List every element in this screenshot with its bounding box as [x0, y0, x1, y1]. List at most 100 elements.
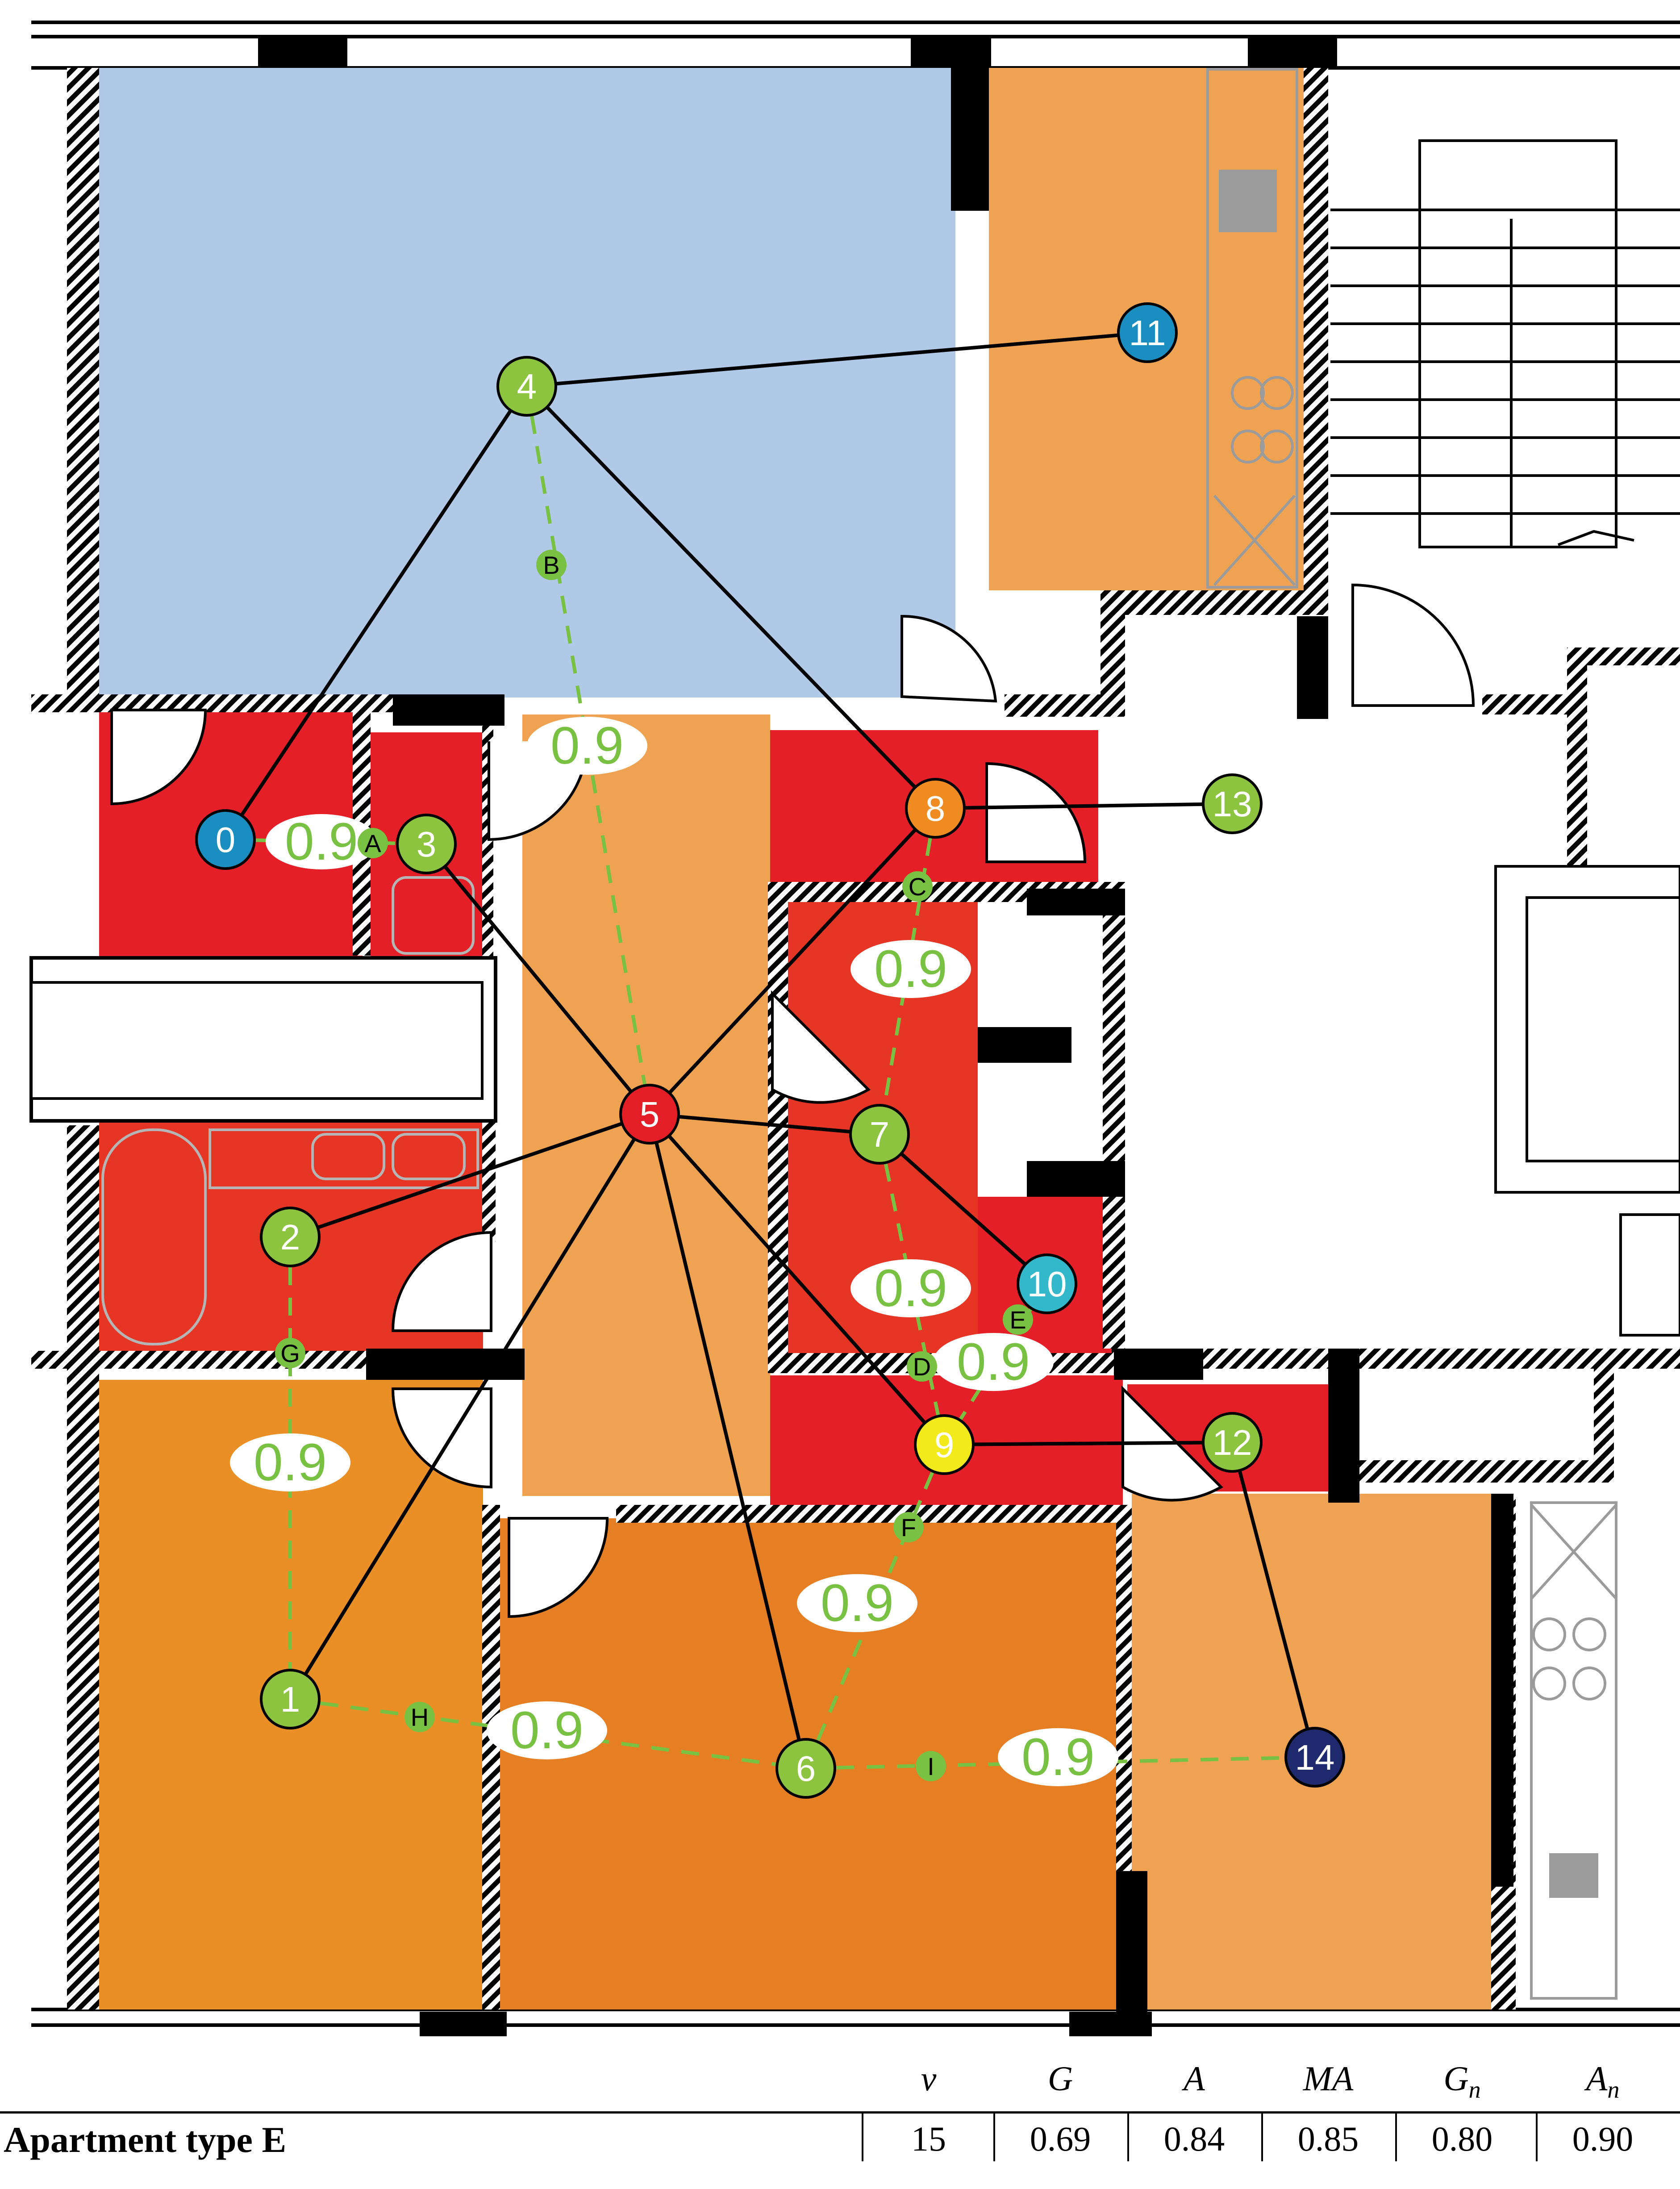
- node-1-label: 1: [280, 1679, 300, 1719]
- edge-letters: A B C D E F G H I: [275, 550, 1033, 1781]
- header-An: An: [1586, 2059, 1620, 2103]
- edge-8-5: [648, 807, 937, 1115]
- letter-F: F: [893, 1512, 924, 1542]
- node-0: 0: [195, 809, 256, 870]
- bath-fixtures: [101, 876, 479, 1345]
- node-2-label: 2: [280, 1217, 300, 1257]
- graph-nodes: 0 1 2 3 4 5 6 7 8 9 10 11 12 13 14: [195, 302, 1345, 1799]
- node-12: 12: [1202, 1412, 1263, 1473]
- edge-4-0: [224, 385, 529, 841]
- node-0-label: 0: [216, 820, 236, 860]
- node-14-label: 14: [1295, 1738, 1335, 1777]
- letter-D: D: [907, 1351, 937, 1382]
- header-G: G: [1047, 2059, 1073, 2098]
- floor-plan-diagram: 0.9 0.9 0.9 0.9 0.9 0.9 0.9 0.9 0.9 A B …: [29, 21, 1680, 2036]
- edge-5-2: [289, 1112, 650, 1239]
- outer-border-bottom: [31, 2008, 1680, 2036]
- node-1: 1: [260, 1669, 321, 1729]
- header-v: v: [921, 2059, 937, 2098]
- node-13-label: 13: [1213, 784, 1252, 824]
- edge-7-10: [878, 1133, 1048, 1285]
- letter-A: A: [358, 828, 388, 858]
- weight-C-text: 0.9: [874, 940, 947, 998]
- edge-9-12: [944, 1441, 1233, 1446]
- outer-border-top: [31, 21, 1680, 70]
- value-A: 0.84: [1163, 2119, 1225, 2158]
- node-3-label: 3: [417, 824, 437, 864]
- weight-B: 0.9: [527, 716, 647, 775]
- letter-A-text: A: [364, 829, 381, 857]
- letter-B: B: [536, 550, 567, 580]
- node-4-label: 4: [517, 367, 537, 406]
- header-An-subscript: n: [1607, 2076, 1620, 2103]
- letter-E: E: [1003, 1304, 1033, 1335]
- col-divider-6: [1536, 2112, 1538, 2161]
- col-divider-3: [1127, 2112, 1129, 2161]
- node-14: 14: [1284, 1727, 1345, 1788]
- weight-F-text: 0.9: [821, 1574, 894, 1633]
- header-A: A: [1184, 2059, 1205, 2098]
- letter-E-text: E: [1009, 1306, 1026, 1334]
- table-rule: [0, 2111, 1680, 2114]
- elevator-shaft: [1494, 865, 1680, 1337]
- weight-H-text: 0.9: [510, 1701, 584, 1760]
- weight-A: 0.9: [266, 812, 377, 871]
- solid-walls: [36, 68, 1513, 2036]
- header-Gn: Gn: [1443, 2059, 1481, 2103]
- node-7-label: 7: [870, 1115, 890, 1154]
- header-Gn-subscript: n: [1468, 2076, 1481, 2103]
- value-v: 15: [911, 2119, 946, 2158]
- edge-5-1: [288, 1113, 651, 1700]
- weight-A-text: 0.9: [285, 812, 358, 871]
- node-3: 3: [396, 814, 457, 874]
- node-5: 5: [619, 1084, 680, 1145]
- node-6-label: 6: [796, 1749, 816, 1788]
- edge-4-8: [525, 385, 937, 810]
- node-2: 2: [260, 1207, 321, 1267]
- edge-8-13: [935, 802, 1233, 810]
- left-shaft: [29, 956, 497, 1123]
- edge-weights: 0.9 0.9 0.9 0.9 0.9 0.9 0.9 0.9 0.9: [230, 716, 1118, 1787]
- node-11: 11: [1117, 302, 1178, 363]
- edge-12-14: [1230, 1441, 1317, 1758]
- node-7: 7: [849, 1104, 910, 1165]
- value-MA: 0.85: [1297, 2119, 1359, 2158]
- weight-D-text: 0.9: [874, 1259, 947, 1318]
- letter-I-text: I: [927, 1752, 934, 1780]
- edge-5-7: [649, 1112, 880, 1136]
- letter-C: C: [902, 871, 933, 902]
- col-divider-5: [1395, 2112, 1397, 2161]
- node-10-label: 10: [1027, 1264, 1067, 1304]
- letter-G: G: [275, 1338, 305, 1368]
- letter-D-text: D: [913, 1353, 931, 1381]
- weight-G: 0.9: [230, 1433, 350, 1492]
- node-10: 10: [1017, 1253, 1077, 1314]
- letter-F-text: F: [901, 1513, 916, 1541]
- weight-H: 0.9: [487, 1701, 607, 1760]
- col-divider-4: [1261, 2112, 1263, 2161]
- metrics-table: v G A MA Gn An Apartment type E 15 0.69 …: [0, 2036, 1680, 2189]
- weight-G-text: 0.9: [254, 1433, 327, 1492]
- header-MA: MA: [1303, 2059, 1354, 2098]
- node-9-label: 9: [934, 1425, 955, 1465]
- weight-D: 0.9: [850, 1259, 971, 1318]
- node-12-label: 12: [1213, 1423, 1252, 1462]
- col-divider-2: [993, 2112, 995, 2161]
- node-8-label: 8: [925, 789, 946, 828]
- weight-I-text: 0.9: [1021, 1728, 1095, 1787]
- value-G: 0.69: [1030, 2119, 1091, 2158]
- edge-5-9: [648, 1113, 946, 1446]
- weight-F: 0.9: [797, 1574, 917, 1633]
- node-4: 4: [496, 356, 557, 417]
- node-5-label: 5: [640, 1094, 660, 1134]
- letter-I: I: [916, 1751, 946, 1781]
- value-Gn: 0.80: [1431, 2119, 1493, 2158]
- kitchen-fixtures: [1206, 68, 1617, 2000]
- weight-I: 0.9: [998, 1728, 1118, 1787]
- node-8: 8: [905, 778, 966, 839]
- weight-C: 0.9: [850, 940, 971, 998]
- node-9: 9: [914, 1414, 975, 1475]
- letter-C-text: C: [909, 873, 926, 901]
- edge-3-5: [425, 843, 651, 1115]
- row-label: Apartment type E: [4, 2119, 287, 2160]
